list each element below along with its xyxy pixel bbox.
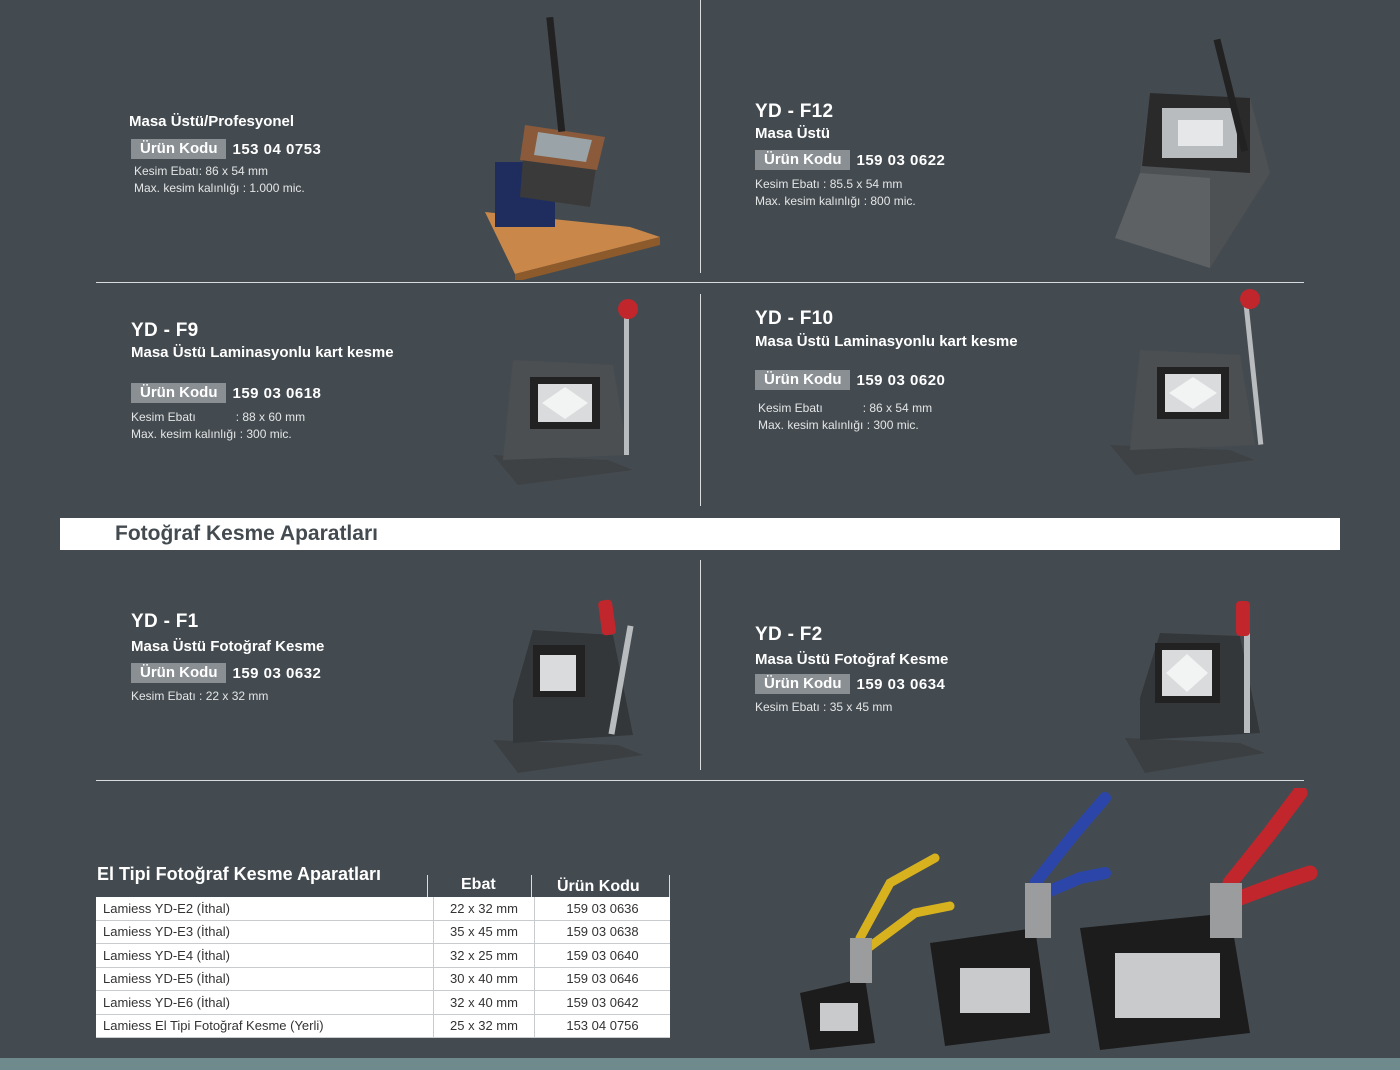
code-label: Ürün Kodu [755,370,851,390]
product-model: YD - F10 [755,308,834,329]
code-label: Ürün Kodu [755,674,851,694]
footer-bar [0,1058,1400,1070]
product-code-row: Ürün Kodu 159 03 0622 [755,150,945,170]
product-code-row: Ürün Kodu 159 03 0618 [131,383,321,403]
header-size: Ebat [461,876,496,893]
row-size: 32 x 25 mm [433,943,535,968]
code-label: Ürün Kodu [755,150,851,170]
product-code-row: Ürün Kodu 159 03 0632 [131,663,321,683]
row-code: 159 03 0640 [534,943,670,968]
product-code-row: Ürün Kodu 153 04 0753 [131,139,321,159]
product-code-row: Ürün Kodu 159 03 0634 [755,674,945,694]
product-subtitle: Masa Üstü Fotoğraf Kesme [755,651,949,668]
product-specs: Kesim Ebatı : 22 x 32 mm [131,689,269,703]
row-code: 159 03 0638 [534,920,670,944]
divider-horizontal-2 [96,780,1304,781]
card-cutter-professional-image [485,16,660,280]
section-title: Fotoğraf Kesme Aparatları [115,522,378,545]
row-name: Lamiess El Tipi Fotoğraf Kesme (Yerli) [96,1014,434,1038]
product-model: YD - F1 [131,611,199,632]
product-subtitle: Masa Üstü Fotoğraf Kesme [131,638,325,655]
product-code: 159 03 0618 [232,384,322,402]
code-label: Ürün Kodu [131,663,227,683]
table-row: Lamiess YD-E4 (İthal) 32 x 25 mm 159 03 … [96,943,670,968]
product-model: YD - F2 [755,624,823,645]
code-label: Ürün Kodu [131,383,227,403]
photo-cutter-f2-image [1125,601,1265,773]
table-header-divider-1 [427,875,428,897]
divider-vertical-top [700,0,701,273]
product-subtitle: Masa Üstü Laminasyonlu kart kesme [755,333,1018,350]
product-subtitle: Masa Üstü [755,125,831,142]
product-specs: Kesim Ebatı : 35 x 45 mm [755,700,893,714]
product-specs: Kesim Ebatı : 86 x 54 mm Max. kesim kalı… [758,401,933,432]
code-label: Ürün Kodu [131,139,227,159]
row-code: 159 03 0642 [534,990,670,1015]
row-name: Lamiess YD-E5 (İthal) [96,967,434,991]
row-size: 30 x 40 mm [433,967,535,991]
product-specs: Kesim Ebatı : 88 x 60 mm Max. kesim kalı… [131,410,306,441]
card-cutter-f10-image [1110,289,1264,475]
product-subtitle: Masa Üstü Laminasyonlu kart kesme [131,344,394,361]
row-name: Lamiess YD-E4 (İthal) [96,943,434,968]
hand-punch-tools-image [800,788,1318,1050]
product-model: YD - F9 [131,320,199,341]
product-code: 159 03 0620 [856,371,946,389]
card-cutter-f9-image [493,299,638,485]
hand-table-title: El Tipi Fotoğraf Kesme Aparatları [97,864,382,884]
product-code: 159 03 0622 [856,151,946,169]
row-name: Lamiess YD-E2 (İthal) [96,897,434,921]
product-specs: Kesim Ebatı : 85.5 x 54 mm Max. kesim ka… [755,177,916,208]
table-row: Lamiess YD-E2 (İthal) 22 x 32 mm 159 03 … [96,897,670,921]
divider-vertical-mid [700,294,701,506]
card-cutter-f12-image [1115,38,1270,268]
table-row: Lamiess El Tipi Fotoğraf Kesme (Yerli) 2… [96,1014,670,1038]
section-banner: Fotoğraf Kesme Aparatları [60,518,1340,550]
header-code: Ürün Kodu [557,878,640,895]
row-code: 153 04 0756 [534,1014,670,1038]
table-row: Lamiess YD-E6 (İthal) 32 x 40 mm 159 03 … [96,990,670,1015]
row-size: 32 x 40 mm [433,990,535,1015]
table-row: Lamiess YD-E5 (İthal) 30 x 40 mm 159 03 … [96,967,670,991]
product-model: YD - F12 [755,101,834,122]
table-header-divider-2 [531,875,532,897]
divider-horizontal-1 [96,282,1304,283]
row-size: 22 x 32 mm [433,897,535,921]
row-size: 35 x 45 mm [433,920,535,944]
table-header-divider-3 [669,875,670,897]
product-code: 159 03 0632 [232,664,322,682]
row-size: 25 x 32 mm [433,1014,535,1038]
row-name: Lamiess YD-E3 (İthal) [96,920,434,944]
hand-tools-table: Lamiess YD-E2 (İthal) 22 x 32 mm 159 03 … [96,897,670,1038]
product-specs: Kesim Ebatı: 86 x 54 mm Max. kesim kalın… [134,164,305,195]
row-code: 159 03 0646 [534,967,670,991]
photo-cutter-f1-image [493,599,643,773]
product-code-row: Ürün Kodu 159 03 0620 [755,370,945,390]
product-code: 159 03 0634 [856,675,946,693]
row-name: Lamiess YD-E6 (İthal) [96,990,434,1015]
table-row: Lamiess YD-E3 (İthal) 35 x 45 mm 159 03 … [96,920,670,944]
product-subtitle: Masa Üstü/Profesyonel [129,113,295,130]
divider-vertical-low [700,560,701,770]
product-code: 153 04 0753 [232,140,322,158]
row-code: 159 03 0636 [534,897,670,921]
